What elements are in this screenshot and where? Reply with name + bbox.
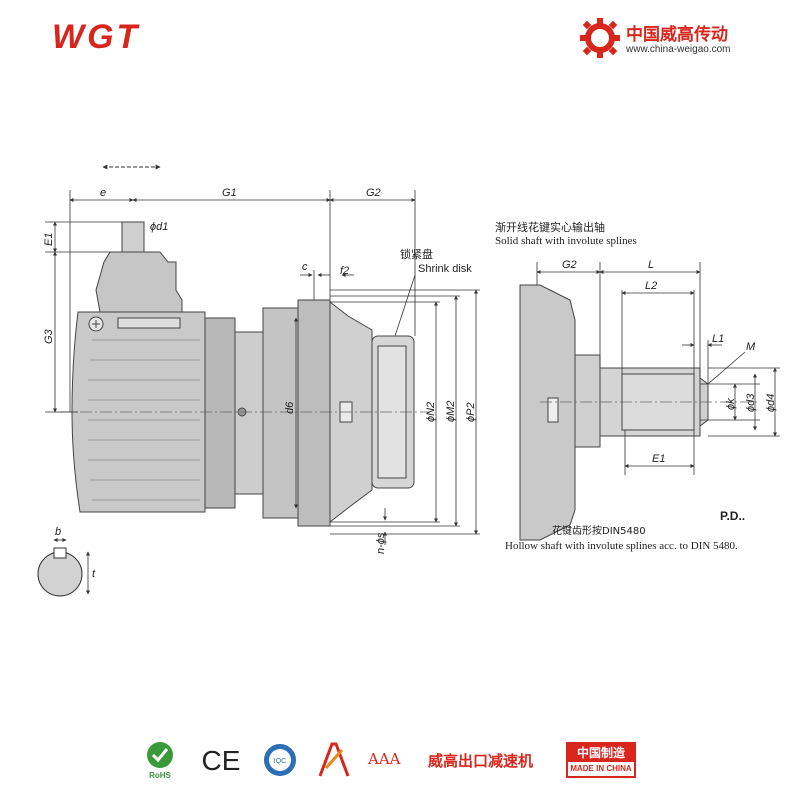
- export-text: 威高出口减速机: [428, 752, 534, 770]
- dim-d6: d6: [284, 401, 296, 414]
- dim-t: t: [92, 568, 96, 580]
- shrink-disk-label-cn: 锁紧盘: [400, 247, 433, 261]
- certification-bar: RoHS CE IQC AAA 威高出口减速机 中国制造 MADE IN CHI…: [0, 740, 800, 790]
- dim-p2: ϕP2: [465, 402, 477, 422]
- solid-shaft-title-en: Solid shaft with involute splines: [495, 235, 637, 247]
- dim-n2: ϕN2: [425, 402, 437, 422]
- pd-label: P.D..: [720, 509, 745, 523]
- ce-icon: CE: [202, 745, 241, 776]
- brand-chinese-name: 中国威高传动: [626, 25, 728, 45]
- detail-d4: ϕd4: [765, 394, 777, 412]
- dimension-lines: [45, 190, 480, 545]
- key-detail: [37, 538, 90, 597]
- iqc-label: IQC: [274, 758, 286, 765]
- gearbox-drawing: e G1 G2 E1 G3 ϕd1 c f2 d6 ϕN2 ϕM2 ϕP2 n-…: [37, 164, 780, 597]
- dim-g2: G2: [366, 187, 381, 199]
- detail-l2: L2: [645, 280, 657, 292]
- solid-shaft-dimensions: [536, 262, 780, 475]
- ce-label: CE: [202, 745, 241, 776]
- dim-b: b: [55, 526, 61, 538]
- dim-c: c: [302, 261, 308, 273]
- detail-dk: ϕk: [725, 398, 737, 410]
- wgt-logo: WGT: [52, 18, 187, 58]
- detail-d3: ϕd3: [745, 393, 757, 412]
- gearbox-body: [71, 221, 415, 527]
- dim-e: e: [100, 187, 106, 199]
- dim-g3: G3: [43, 328, 55, 344]
- iqc-icon: IQC: [264, 744, 296, 776]
- hollow-shaft-title-en: Hollow shaft with involute splines acc. …: [505, 540, 738, 552]
- solid-shaft-detail: [519, 284, 760, 541]
- aaa-badge-icon: [318, 742, 350, 777]
- detail-l1: L1: [712, 333, 724, 345]
- made-in-china-badge: 中国制造 MADE IN CHINA: [566, 742, 636, 778]
- wgt-logo-text: WGT: [52, 18, 141, 56]
- shrink-disk-label-en: Shrink disk: [418, 263, 472, 275]
- brand-gear-icon: [580, 18, 620, 58]
- made-in-china-en: MADE IN CHINA: [570, 764, 632, 773]
- rohs-label: RoHS: [149, 771, 171, 780]
- dim-d1: ϕd1: [150, 221, 168, 233]
- dim-f2: f2: [340, 265, 349, 277]
- detail-e1: E1: [652, 453, 665, 465]
- dim-ns: n-ϕs: [375, 532, 387, 554]
- brand-block: 中国威高传动 www.china-weigao.com: [580, 18, 780, 62]
- detail-g2: G2: [562, 259, 577, 271]
- hollow-shaft-title-cn: 花键齿形按DIN5480: [552, 524, 646, 537]
- rohs-icon: RoHS: [147, 742, 173, 780]
- dim-e1: E1: [43, 233, 55, 246]
- detail-m: M: [746, 341, 756, 353]
- dim-g1: G1: [222, 187, 237, 199]
- dim-m2: ϕM2: [445, 401, 457, 422]
- brand-url: www.china-weigao.com: [626, 44, 731, 55]
- made-in-china-cn: 中国制造: [568, 744, 634, 762]
- detail-l: L: [648, 259, 654, 271]
- aaa-label: AAA: [368, 750, 401, 768]
- solid-shaft-title-cn: 渐开线花键实心输出轴: [495, 220, 605, 234]
